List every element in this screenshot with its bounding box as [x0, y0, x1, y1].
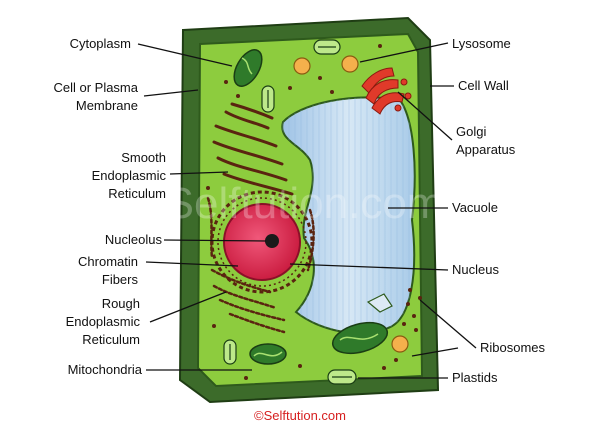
small-vacuole	[366, 293, 393, 313]
label-golgi-line2: Apparatus	[456, 142, 516, 157]
smooth-er	[212, 102, 294, 196]
credit-text: ©Selftution.com	[254, 408, 346, 423]
leader-lines	[137, 42, 477, 379]
label-golgi-line1: Golgi	[456, 124, 486, 139]
mitochondria-group	[233, 49, 389, 365]
lysosome-3	[391, 335, 409, 353]
label-membrane-line1: Cell or Plasma	[53, 80, 138, 95]
label-cell-wall: Cell Wall	[458, 78, 509, 93]
label-membrane-line2: Membrane	[76, 98, 138, 113]
nucleolus	[265, 234, 279, 248]
mitochondrion	[233, 49, 263, 87]
lysosome	[341, 55, 359, 73]
plastid	[223, 339, 237, 365]
mitochondrion	[331, 321, 389, 355]
right-labels: Lysosome Cell Wall Golgi Apparatus Vacuo…	[452, 36, 546, 385]
lysosome-2	[293, 57, 311, 75]
label-rer-line1: Rough	[102, 296, 140, 311]
label-lysosome: Lysosome	[452, 36, 511, 51]
label-ser-line3: Reticulum	[108, 186, 166, 201]
label-ribosomes: Ribosomes	[480, 340, 546, 355]
label-rer-line3: Reticulum	[82, 332, 140, 347]
mitochondrion	[249, 343, 287, 365]
label-chromatin-line1: Chromatin	[78, 254, 138, 269]
plastids-group	[223, 39, 357, 385]
label-plastids: Plastids	[452, 370, 498, 385]
left-labels: Cytoplasm Cell or Plasma Membrane Smooth…	[53, 36, 166, 377]
label-nucleus: Nucleus	[452, 262, 499, 277]
label-mitochondria: Mitochondria	[68, 362, 143, 377]
ribosomes-group	[206, 44, 422, 380]
golgi-apparatus	[361, 67, 412, 115]
watermark: © Selftution.com	[120, 179, 443, 228]
label-rer-line2: Endoplasmic	[66, 314, 141, 329]
plastid	[261, 85, 275, 113]
plastid	[327, 369, 357, 385]
label-cytoplasm: Cytoplasm	[70, 36, 131, 51]
nucleus	[223, 203, 301, 281]
label-chromatin-line2: Fibers	[102, 272, 139, 287]
plastid	[313, 39, 341, 55]
label-ser-line1: Smooth	[121, 150, 166, 165]
label-ser-line2: Endoplasmic	[92, 168, 167, 183]
chromatin-fibers	[210, 190, 314, 294]
vacuole	[281, 96, 416, 335]
label-vacuole: Vacuole	[452, 200, 498, 215]
label-nucleolus: Nucleolus	[105, 232, 163, 247]
